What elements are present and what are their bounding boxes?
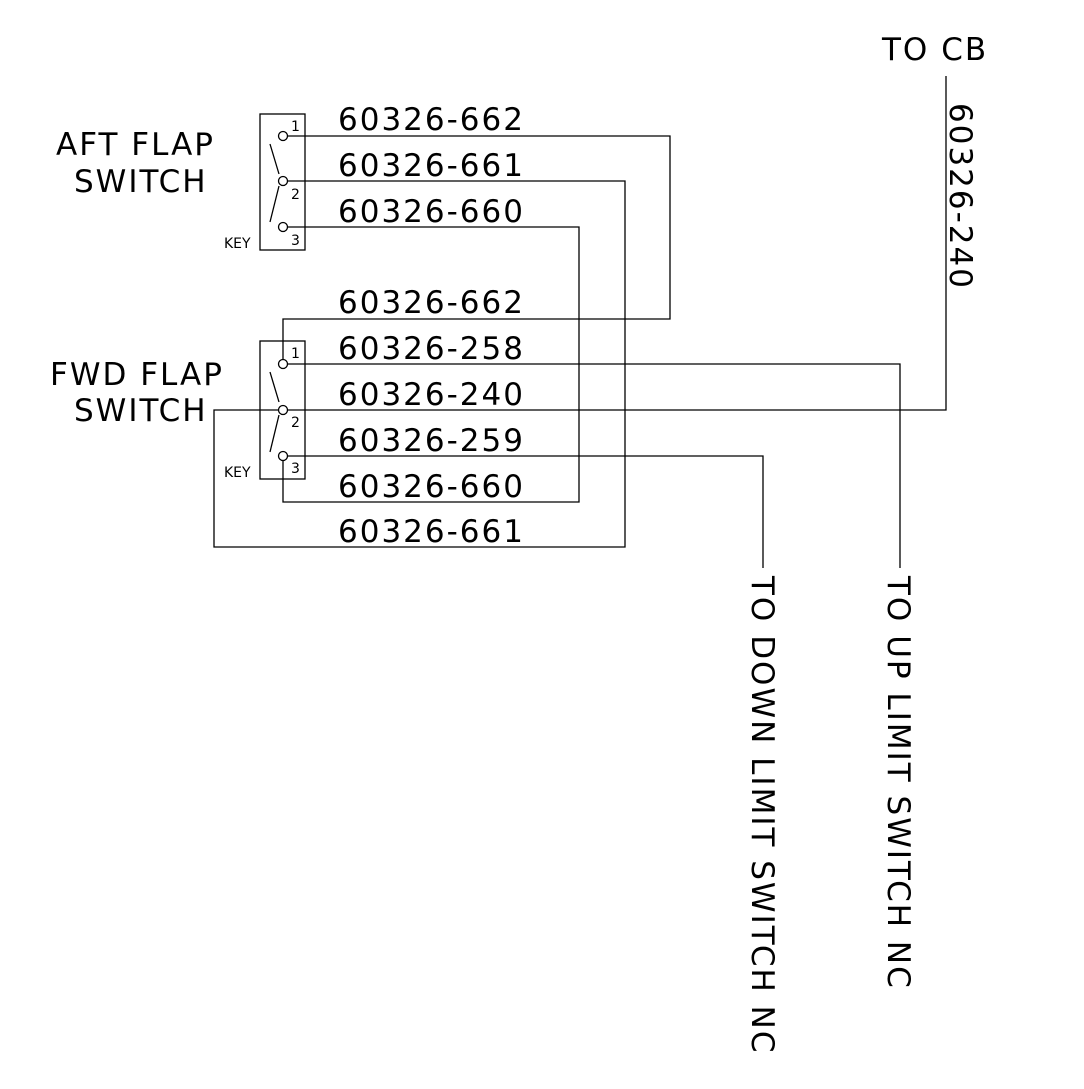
wire-label-fwd-660: 60326-660 (338, 469, 525, 505)
fwd-switch-blade-lower (269, 414, 280, 453)
aft-terminal-3 (277, 221, 289, 233)
wire-label-aft-661: 60326-661 (338, 148, 525, 184)
wire-258 (287, 363, 901, 568)
aft-switch-key-label: KEY (224, 236, 251, 252)
aft-terminal-3-label: 3 (291, 233, 300, 249)
aft-flap-switch: AFT FLAP SWITCH KEY 1 2 3 (56, 113, 306, 252)
fwd-terminal-3-label: 3 (291, 461, 300, 477)
wire-660 (282, 226, 580, 503)
aft-switch-title-line2: SWITCH (74, 164, 208, 200)
wire-662 (282, 135, 671, 360)
aft-terminal-1-label: 1 (291, 119, 300, 135)
wire-240 (287, 76, 947, 411)
aft-switch-body (259, 113, 306, 251)
fwd-terminal-1-label: 1 (291, 346, 300, 362)
fwd-switch-blade-upper (269, 371, 280, 403)
fwd-switch-title-line1: FWD FLAP (50, 357, 224, 393)
destination-cb: TO CB (881, 32, 988, 68)
fwd-terminal-2 (277, 404, 289, 416)
wire-label-fwd-661: 60326-661 (338, 514, 525, 550)
fwd-switch-title-line2: SWITCH (74, 393, 208, 429)
aft-terminal-2-label: 2 (291, 187, 300, 203)
destination-up-limit: TO UP LIMIT SWITCH NC (880, 575, 916, 990)
wire-label-fwd-240: 60326-240 (338, 377, 525, 413)
fwd-switch-key-label: KEY (224, 465, 251, 481)
wire-label-fwd-259: 60326-259 (338, 423, 525, 459)
wire-label-fwd-662: 60326-662 (338, 285, 525, 321)
fwd-flap-switch: FWD FLAP SWITCH KEY 1 2 3 (50, 340, 306, 481)
aft-switch-title-line1: AFT FLAP (56, 127, 215, 163)
fwd-terminal-3 (277, 450, 289, 462)
wire-label-aft-662: 60326-662 (338, 102, 525, 138)
wire-259 (287, 455, 764, 568)
destination-down-limit: TO DOWN LIMIT SWITCH NC (744, 575, 780, 1055)
fwd-terminal-2-label: 2 (291, 415, 300, 431)
fwd-terminal-1 (277, 358, 289, 370)
wire-661 (213, 180, 626, 548)
wire-label-fwd-258: 60326-258 (338, 331, 525, 367)
aft-switch-blade-lower (269, 185, 280, 223)
aft-terminal-2 (277, 175, 289, 187)
aft-terminal-1 (277, 130, 289, 142)
aft-switch-blade-upper (269, 143, 280, 175)
wire-label-cb-240: 60326-240 (942, 103, 978, 290)
wire-label-aft-660: 60326-660 (338, 194, 525, 230)
